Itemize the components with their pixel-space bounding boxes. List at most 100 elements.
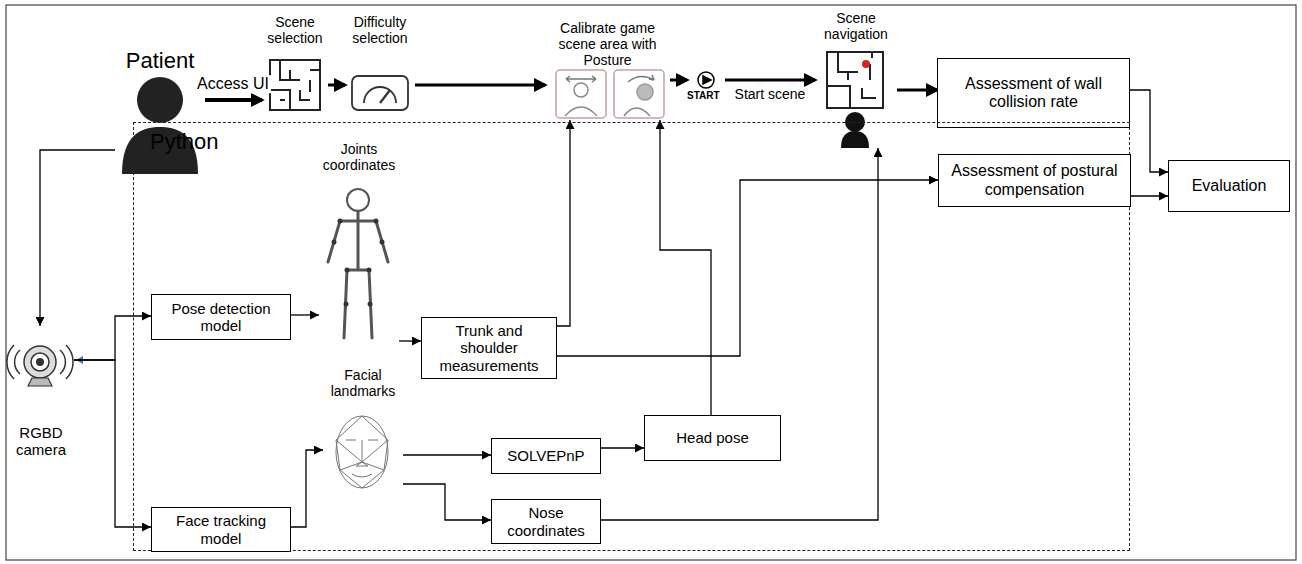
posture-calibration-icon: [614, 70, 664, 118]
node-label: Joints coordinates: [319, 141, 399, 173]
start-node: START: [687, 68, 725, 106]
process-box: Pose detection model: [151, 294, 291, 340]
start-icon: [698, 72, 714, 88]
difficulty-node: Difficulty selection: [345, 14, 415, 114]
joints-node: Joints coordinates: [319, 141, 399, 349]
flow-arrow: [328, 84, 345, 87]
skeleton-figure: [328, 211, 388, 338]
process-box: Nose coordinates: [491, 499, 601, 544]
start-icon: [698, 72, 714, 88]
process-box: Assessment of wall collision rate: [937, 58, 1130, 128]
posture-calibration-icon: [566, 76, 596, 82]
outer-frame: [6, 5, 1296, 560]
skeleton-figure: [345, 268, 350, 273]
posture-calibration-icon: [574, 83, 588, 97]
node-label: Face tracking model: [158, 512, 284, 547]
skeleton-figure: [374, 219, 379, 224]
maze-icon: [270, 60, 320, 110]
navigation-maze-icon: [827, 52, 876, 108]
posture-calibration-icon: [637, 84, 653, 100]
node-label: Pose detection model: [158, 300, 284, 335]
face-mesh: [346, 440, 378, 477]
camera-icon: [7, 345, 73, 379]
process-box: Head pose: [644, 415, 781, 461]
flow-arrow: [1130, 90, 1168, 172]
skeleton-figure: [344, 302, 349, 307]
node-label: Python: [150, 129, 219, 155]
start-icon: [703, 76, 711, 84]
patient-node: Patient: [115, 48, 205, 174]
flow-arrow: [601, 148, 878, 520]
face-mesh: [336, 416, 388, 488]
navigation-maze-icon: [827, 52, 883, 148]
maze-icon: [270, 60, 320, 110]
edge-label: Access UI: [195, 75, 271, 93]
posture-calibration-icon: [628, 75, 654, 82]
camera-icon: [28, 378, 52, 386]
process-box: Assessment of postural compensation: [938, 154, 1131, 207]
flow-arrow: [291, 450, 323, 527]
node-label: Calibrate game scene area with Posture: [545, 20, 670, 68]
gauge-icon: [380, 90, 390, 103]
node-label: RGBD camera: [8, 424, 74, 459]
flow-arrow: [897, 89, 937, 92]
posture-calibration-icon: [556, 70, 664, 118]
node-label: Assessment of wall collision rate: [944, 75, 1123, 112]
flow-arrow: [415, 84, 545, 87]
scene-navigation-node: Scene navigation: [815, 10, 897, 148]
process-box: SOLVEPnP: [491, 438, 601, 474]
posture-calibration-icon: [556, 70, 606, 118]
skeleton-figure: [332, 219, 385, 307]
flow-arrow: [403, 454, 491, 455]
flow-arrow: [557, 120, 570, 326]
posture-calibration-icon: [565, 107, 597, 116]
face-mesh: [336, 416, 388, 488]
calibration-node: Calibrate game scene area with Posture: [545, 20, 670, 120]
node-label: Nose coordinates: [498, 504, 594, 539]
flow-arrow: [74, 316, 151, 360]
edge-label: Start scene: [733, 87, 808, 102]
process-box: Face tracking model: [151, 507, 291, 552]
flow-arrow: [601, 447, 644, 448]
camera-icon: [24, 346, 56, 378]
gauge-icon: [352, 76, 408, 110]
python-group: PythonPose detection model Joints coordin…: [133, 122, 1130, 551]
flow-arrow: [205, 98, 262, 102]
flow-arrow: [1131, 195, 1168, 196]
gauge-icon: [364, 87, 396, 103]
node-label: Trunk and shoulder measurements: [428, 322, 550, 374]
skeleton-figure: [380, 240, 385, 245]
navigation-maze-icon: [827, 52, 883, 108]
camera-icon: [31, 353, 49, 371]
skeleton-figure: [368, 302, 373, 307]
flow-arrow: [291, 314, 319, 315]
node-label: Difficulty selection: [345, 14, 415, 46]
camera-icon: [36, 358, 44, 366]
skeleton-figure: [338, 219, 343, 224]
camera-node: RGBD camera: [8, 326, 74, 458]
skeleton-figure: [367, 268, 372, 273]
node-label: Patient: [126, 48, 195, 73]
flow-arrow: [403, 484, 491, 520]
skeleton-figure: [328, 189, 388, 338]
flow-arrow: [40, 150, 115, 326]
skeleton-figure: [332, 240, 337, 245]
node-label: Scene navigation: [815, 10, 897, 42]
navigation-maze-icon: [841, 131, 869, 148]
posture-calibration-icon: [624, 108, 650, 116]
maze-icon: [270, 60, 320, 110]
flow-arrow: [399, 340, 421, 341]
camera-icon: [7, 345, 83, 386]
scene-selection-node: Scene selection: [262, 14, 328, 114]
face-mesh: [336, 416, 388, 488]
node-label: Scene selection: [262, 14, 328, 46]
patient-icon: [137, 77, 183, 123]
node-label: Head pose: [676, 429, 749, 446]
gauge-icon: [352, 76, 408, 110]
flow-arrow: [670, 79, 687, 82]
flow-arrow: [725, 79, 815, 82]
node-label: Assessment of postural compensation: [945, 162, 1124, 199]
process-box: Trunk and shoulder measurements: [421, 317, 557, 379]
process-box: Evaluation: [1168, 160, 1290, 212]
